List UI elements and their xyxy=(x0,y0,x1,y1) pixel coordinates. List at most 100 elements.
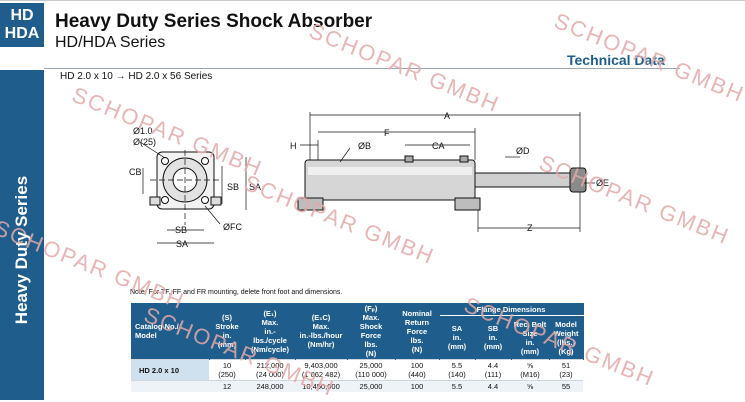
return-force-cell: 100(440) xyxy=(395,359,439,381)
energy-hour-cell: 9,403,000(1 062 482) xyxy=(295,359,347,381)
header-line: Max. xyxy=(312,322,330,331)
header-line: Return xyxy=(404,317,430,327)
header-line: Force xyxy=(406,326,428,336)
cylinder-body xyxy=(304,159,476,201)
sa-cell: 5.5(140) xyxy=(439,359,475,381)
header-line: in. xyxy=(488,333,498,343)
header-line: lbs. xyxy=(410,335,424,345)
header-line: (mm) xyxy=(520,346,540,356)
section-heading: Technical Data xyxy=(567,52,665,68)
header-line: in. xyxy=(452,333,462,343)
cell-value: ⅝ xyxy=(526,361,534,370)
header-rule xyxy=(44,68,680,69)
header-line: in.-lbs./hour xyxy=(299,331,343,340)
cb-label: CB xyxy=(129,167,142,177)
header-line: in. xyxy=(222,331,232,340)
bolt-hole-icon xyxy=(201,196,209,204)
f-label: F xyxy=(384,128,390,138)
top-border xyxy=(0,0,745,1)
col-header-sa: SA in. (mm) xyxy=(439,315,476,360)
mounting-note: Note: For TF, FF and FR mounting, delete… xyxy=(130,289,343,296)
header-line: (Kg) xyxy=(558,346,574,356)
table-row: 12 248,000 10,450,000 25,000 100 5.5 4.4… xyxy=(131,380,584,392)
header-line: (mm) xyxy=(447,342,467,352)
cell-value: 51 xyxy=(561,361,571,370)
specification-table: Catalog No./ Model (S) Stroke in. (mm) (… xyxy=(131,303,584,392)
d-label: ØD xyxy=(516,146,530,156)
shock-force-cell: 25,000(110 000) xyxy=(347,359,395,381)
technical-drawing: Ø1.0 Ø(25) CB SB SA ØFC SB SA xyxy=(129,111,609,249)
ca-label: CA xyxy=(432,141,445,151)
header-line: (E₁C) xyxy=(311,313,331,322)
header-line: (E₁) xyxy=(263,308,277,318)
sidebar: Heavy Duty Series xyxy=(0,70,44,400)
front-view xyxy=(139,141,247,244)
series-tab: HD HDA xyxy=(0,3,44,47)
cell-value: (110 000) xyxy=(355,370,387,379)
header-line: Max. xyxy=(362,313,380,322)
cell-value: 4.4 xyxy=(487,361,499,370)
table-header-row: SA in. (mm) SB in. (mm) Rec. Bolt Size i… xyxy=(131,315,584,360)
sb-bottom-label: SB xyxy=(175,225,187,235)
series-tab-line1: HD xyxy=(10,7,34,24)
return-force-cell: 100 xyxy=(395,380,439,392)
series-tab-line2: HDA xyxy=(4,25,40,42)
header-line: SA xyxy=(451,324,463,334)
series-range: HD 2.0 x 10 → HD 2.0 x 56 Series xyxy=(60,71,213,82)
cell-value: 100 xyxy=(410,361,424,370)
bolt-hole-icon xyxy=(201,157,209,165)
col-header-stroke: (S) Stroke in. (mm) xyxy=(209,303,246,360)
header-line: (mm) xyxy=(483,342,503,352)
table-header-row-group: Catalog No./ Model (S) Stroke in. (mm) (… xyxy=(131,303,584,360)
model-cell: HD 2.0 x 10 xyxy=(131,359,209,381)
header-line: (mm) xyxy=(217,340,237,349)
weight-cell: 55 xyxy=(549,380,584,392)
bolt-leader xyxy=(139,141,166,159)
sb-cell: 4.4(111) xyxy=(475,359,511,381)
bolt-size-cell: ⅝(M16) xyxy=(511,359,549,381)
header-line: Size xyxy=(522,328,538,338)
cell-value: (1 062 482) xyxy=(301,370,341,379)
bolt-dia-mm-label: Ø(25) xyxy=(133,137,156,147)
sa-cell: 5.5 xyxy=(439,380,475,392)
header-line: Shock Force xyxy=(359,322,383,340)
front-foot xyxy=(454,197,481,211)
shock-force-cell: 25,000 xyxy=(347,380,395,392)
side-view xyxy=(297,112,595,232)
header-line: (lbs.) xyxy=(557,337,575,347)
col-header-weight: Model Weight (lbs.) (Kg) xyxy=(549,315,584,360)
stroke-cell: 12 xyxy=(209,380,245,392)
col-header-return-force: Nominal Return Force lbs. (N) xyxy=(395,303,440,360)
col-header-sb: SB in. (mm) xyxy=(475,315,512,360)
col-header-energy-cycle: (E₁) Max. in.-lbs./cycle (Nm/cycle) xyxy=(245,303,296,360)
front-foot-left xyxy=(149,196,161,206)
header-line: Stroke xyxy=(215,322,239,331)
cell-value: (111) xyxy=(484,370,502,379)
cell-value: 5.5 xyxy=(451,361,463,370)
front-foot-right xyxy=(210,196,222,206)
fc-leader xyxy=(204,205,221,225)
header-line: (S) xyxy=(222,313,232,322)
header-line: SB xyxy=(487,324,499,334)
e-label: ØE xyxy=(596,178,609,188)
cell-value: (M16) xyxy=(520,370,540,379)
header-line: in. xyxy=(525,337,535,347)
header-line: Weight xyxy=(553,328,579,338)
page-subtitle: HD/HDA Series xyxy=(55,34,166,51)
h-label: H xyxy=(290,141,297,151)
table-row: HD 2.0 x 10 10(250) 212,000(24 000) 9,40… xyxy=(131,359,584,381)
cylinder-highlight xyxy=(308,167,472,175)
sb-cell: 4.4 xyxy=(475,380,511,392)
cell-value: 212,000 xyxy=(256,361,284,370)
header-line: (Nm/hr) xyxy=(307,340,335,349)
header-line: Model xyxy=(135,331,157,340)
energy-cycle-cell: 212,000(24 000) xyxy=(245,359,295,381)
cell-value: 9,403,000 xyxy=(304,361,338,370)
header-line: Rec. Bolt xyxy=(513,319,547,329)
top-port xyxy=(459,155,469,163)
cell-value: (23) xyxy=(559,370,573,379)
bolt-hole-icon xyxy=(161,196,169,204)
weight-cell: 51(23) xyxy=(549,359,584,381)
cell-value: (250) xyxy=(218,370,236,379)
flange-group-header: Flange Dimensions xyxy=(439,303,584,317)
